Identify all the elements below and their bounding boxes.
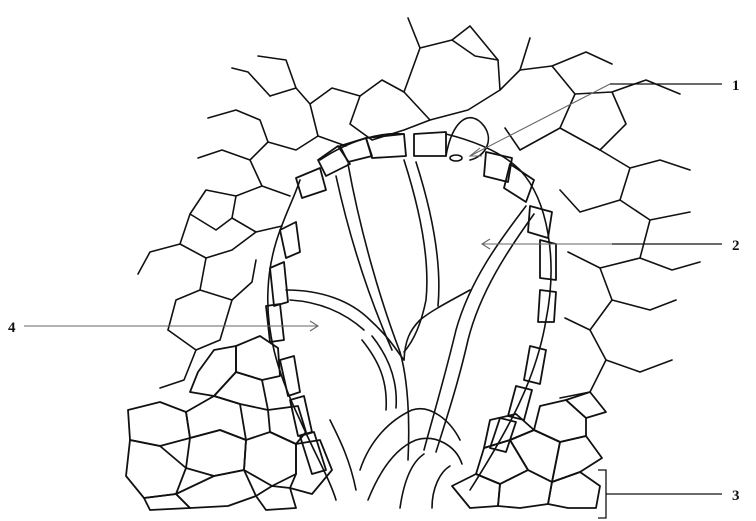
upper-tissue-network [138,18,700,398]
label-3: 3 [732,488,740,504]
label-4: 4 [8,320,16,336]
left-wall-cells [266,134,406,474]
chamber-filaments [286,160,534,508]
label-2: 2 [732,238,740,254]
label-1: 1 [732,78,740,94]
lower-right-tissue-cells [452,392,606,508]
